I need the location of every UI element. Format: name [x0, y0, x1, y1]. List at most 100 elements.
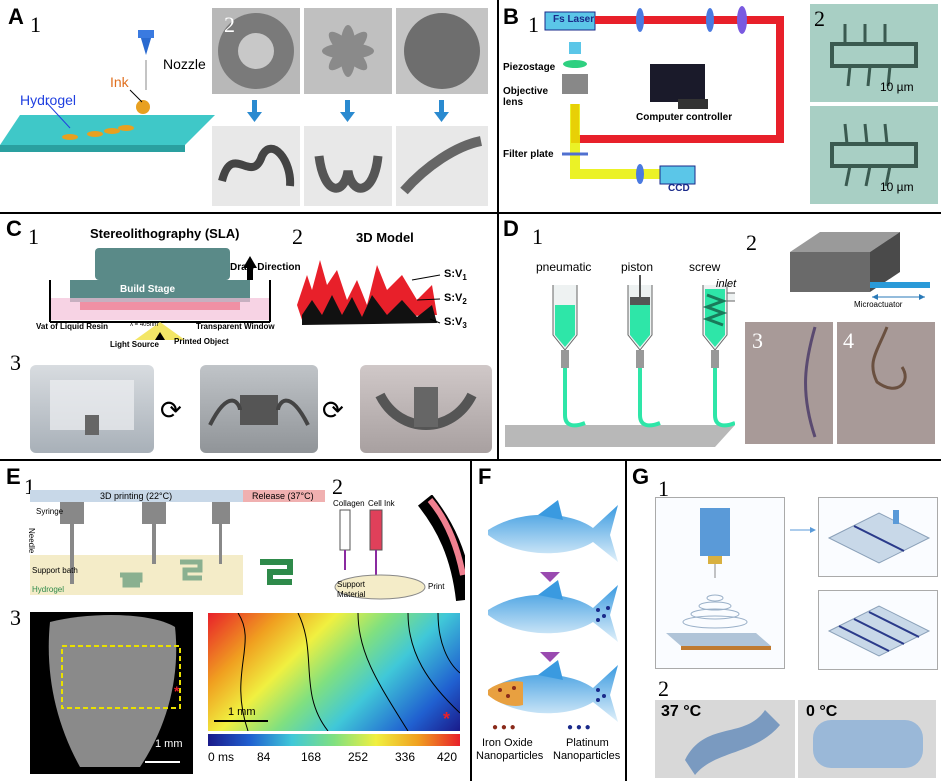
panel-e-printing-diagram: [30, 490, 325, 595]
panel-f-fish-diagram: [488, 500, 618, 722]
panel-g-label: G: [632, 464, 650, 489]
label-sv1: S:V1: [444, 268, 467, 282]
panel-b-num-1: 1: [528, 12, 539, 37]
panel-c-3d-model: [297, 260, 441, 325]
label-release: Release (37°C): [252, 491, 314, 501]
divider-v1: [497, 0, 499, 212]
panel-b-label: B: [503, 4, 519, 29]
panel-b-num-2: 2: [814, 6, 825, 31]
panel-e-num-1: 1: [24, 474, 35, 499]
label-print: Print: [428, 582, 445, 591]
panel-c-num-1: 1: [28, 224, 39, 249]
label-piezostage: Piezostage: [503, 62, 556, 73]
scale-1mm-photo: 1 mm: [155, 738, 183, 750]
label-pneumatic: pneumatic: [536, 260, 592, 274]
label-filter-plate: Filter plate: [503, 149, 554, 160]
label-lambda: λ = 405nm: [130, 322, 159, 328]
scale-1mm-map: 1 mm: [228, 706, 256, 718]
panel-g-num-2: 2: [658, 676, 669, 701]
label-vat: Vat of Liquid Resin: [36, 322, 109, 331]
panel-a-num-2: 2: [224, 12, 235, 37]
label-printed-object: Printed Object: [174, 337, 229, 346]
panel-g-fiber-box-2: [818, 590, 938, 670]
label-inlet: inlet: [716, 278, 737, 290]
photo-hydrogel-37c: [655, 700, 795, 778]
divider-h1: [0, 212, 941, 214]
panel-d-num-1: 1: [532, 224, 543, 249]
panel-e-num-2: 2: [332, 474, 343, 499]
svg-text:*: *: [443, 709, 450, 729]
divider-v3: [470, 459, 472, 781]
panel-b-laser-diagram: [544, 6, 784, 185]
panel-g-arrows: [790, 527, 816, 533]
label-support-bath: Support bath: [32, 566, 78, 575]
label-light-source: Light Source: [110, 340, 159, 349]
cycle-icon-1: ⟳: [160, 395, 182, 425]
label-screw: screw: [689, 260, 721, 274]
panel-d-extrusion-diagram: [505, 275, 735, 447]
panel-d-microactuator-diagram: [790, 232, 930, 300]
label-collagen: Collagen: [333, 499, 365, 508]
svg-text:*: *: [174, 683, 180, 699]
label-cell-ink: Cell Ink: [368, 499, 395, 508]
divider-v4: [625, 459, 627, 781]
activation-map: *: [208, 613, 460, 731]
label-objective-2: lens: [503, 97, 524, 108]
panel-a-arrows: [247, 100, 449, 122]
photo-actuator-4: [837, 322, 935, 444]
label-ccd: CCD: [668, 183, 690, 194]
label-ink: Ink: [110, 74, 129, 90]
label-sv2: S:V2: [444, 292, 467, 306]
colorbar-tick-2: 168: [301, 750, 322, 764]
panel-e-num-3: 3: [10, 605, 21, 630]
label-37c: 37 °C: [661, 703, 702, 720]
label-objective-1: Objective: [503, 86, 549, 97]
panel-c-label: C: [6, 216, 22, 241]
photo-folded-3: [396, 126, 488, 206]
panel-g-electrospin-box: [655, 497, 785, 669]
colorbar-tick-0: 0 ms: [208, 750, 235, 764]
label-piston: piston: [621, 260, 654, 274]
label-hydrogel-e: Hydrogel: [32, 585, 65, 594]
model-title: 3D Model: [356, 230, 414, 245]
photo-hydrogel-0c: [798, 700, 936, 778]
iron-oxide-dots: ● ● ●: [492, 722, 516, 733]
sla-title: Stereolithography (SLA): [90, 226, 240, 241]
label-platinum-2: Nanoparticles: [553, 750, 621, 762]
label-sv3: S:V3: [444, 316, 467, 330]
scale-10um-top: 10 µm: [880, 80, 914, 94]
panel-a-hydrogel-diagram: [0, 30, 215, 152]
sv3-text: S:V: [444, 316, 463, 328]
label-0c: 0 °C: [806, 703, 838, 720]
photo-heart-tissue: *: [30, 612, 193, 774]
colorbar-tick-4: 336: [395, 750, 416, 764]
sv2-sub: 2: [462, 297, 467, 307]
label-window: Transparent Window: [196, 322, 275, 331]
panel-g-num-1: 1: [658, 476, 669, 501]
panel-c-num-2: 2: [292, 224, 303, 249]
photo-mesh-disc: [396, 8, 488, 94]
photo-mesh-flower: [304, 8, 392, 94]
panel-d-label: D: [503, 216, 519, 241]
label-iron-oxide-1: Iron Oxide: [482, 737, 533, 749]
label-support-material-1: Support: [337, 580, 366, 589]
label-fs-laser: Fs Laser: [553, 14, 595, 25]
photo-sla-print-2: [200, 365, 318, 453]
colorbar: [208, 734, 460, 746]
panel-a-num-1: 1: [30, 12, 41, 37]
label-build-stage: Build Stage: [120, 284, 176, 295]
panel-c-num-3: 3: [10, 350, 21, 375]
cycle-icon-2: ⟳: [322, 395, 344, 425]
panel-g-fiber-box-1: [818, 497, 938, 577]
label-syringe: Syringe: [36, 507, 64, 516]
panel-c-sla-diagram: [49, 248, 271, 340]
label-computer-controller: Computer controller: [636, 112, 733, 123]
sv2-text: S:V: [444, 292, 463, 304]
panel-f-label: F: [478, 464, 492, 489]
photo-sla-print-1: [30, 365, 154, 453]
label-nozzle: Nozzle: [163, 56, 206, 72]
photo-folded-1: [212, 126, 300, 206]
label-microactuator: Microactuator: [854, 300, 903, 309]
platinum-dots: ● ● ●: [567, 722, 591, 733]
panel-d-num-3: 3: [752, 328, 763, 353]
